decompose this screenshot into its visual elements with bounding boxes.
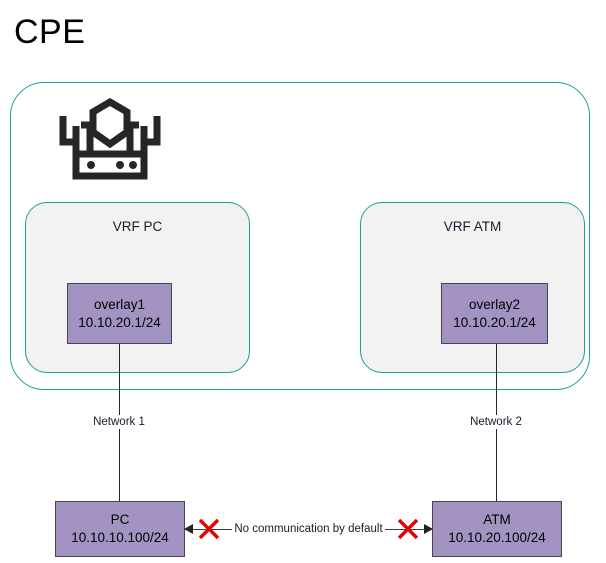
overlay1-name: overlay1 — [93, 296, 146, 312]
vrf-label-atm: VRF ATM — [443, 219, 502, 234]
interface-node-overlay1[interactable]: overlay1 10.10.20.1/24 — [67, 283, 172, 344]
cpe-boundary — [10, 82, 590, 390]
arrow-left-icon — [184, 524, 193, 534]
pc-name: PC — [110, 512, 130, 527]
host-node-atm[interactable]: ATM 10.10.20.100/24 — [432, 501, 562, 557]
network-label-1: Network 1 — [89, 415, 149, 429]
network-label-2: Network 2 — [466, 415, 526, 429]
page-title: CPE — [14, 13, 86, 51]
pc-address: 10.10.10.100/24 — [71, 530, 169, 545]
arrow-right-icon — [424, 524, 433, 534]
vrf-label-pc: VRF PC — [112, 219, 163, 234]
red-x-icon-left — [197, 517, 221, 541]
overlay2-name: overlay2 — [468, 296, 521, 312]
isolation-label: No communication by default — [232, 523, 385, 535]
overlay1-address: 10.10.20.1/24 — [78, 314, 161, 330]
router-firewall-shield-icon — [48, 98, 172, 182]
interface-node-overlay2[interactable]: overlay2 10.10.20.1/24 — [441, 283, 548, 344]
host-node-pc[interactable]: PC 10.10.10.100/24 — [55, 501, 185, 557]
isolation-indicator: No communication by default — [184, 517, 433, 541]
atm-name: ATM — [483, 512, 511, 527]
overlay2-address: 10.10.20.1/24 — [453, 314, 536, 330]
atm-address: 10.10.20.100/24 — [448, 530, 546, 545]
red-x-icon-right — [396, 517, 420, 541]
